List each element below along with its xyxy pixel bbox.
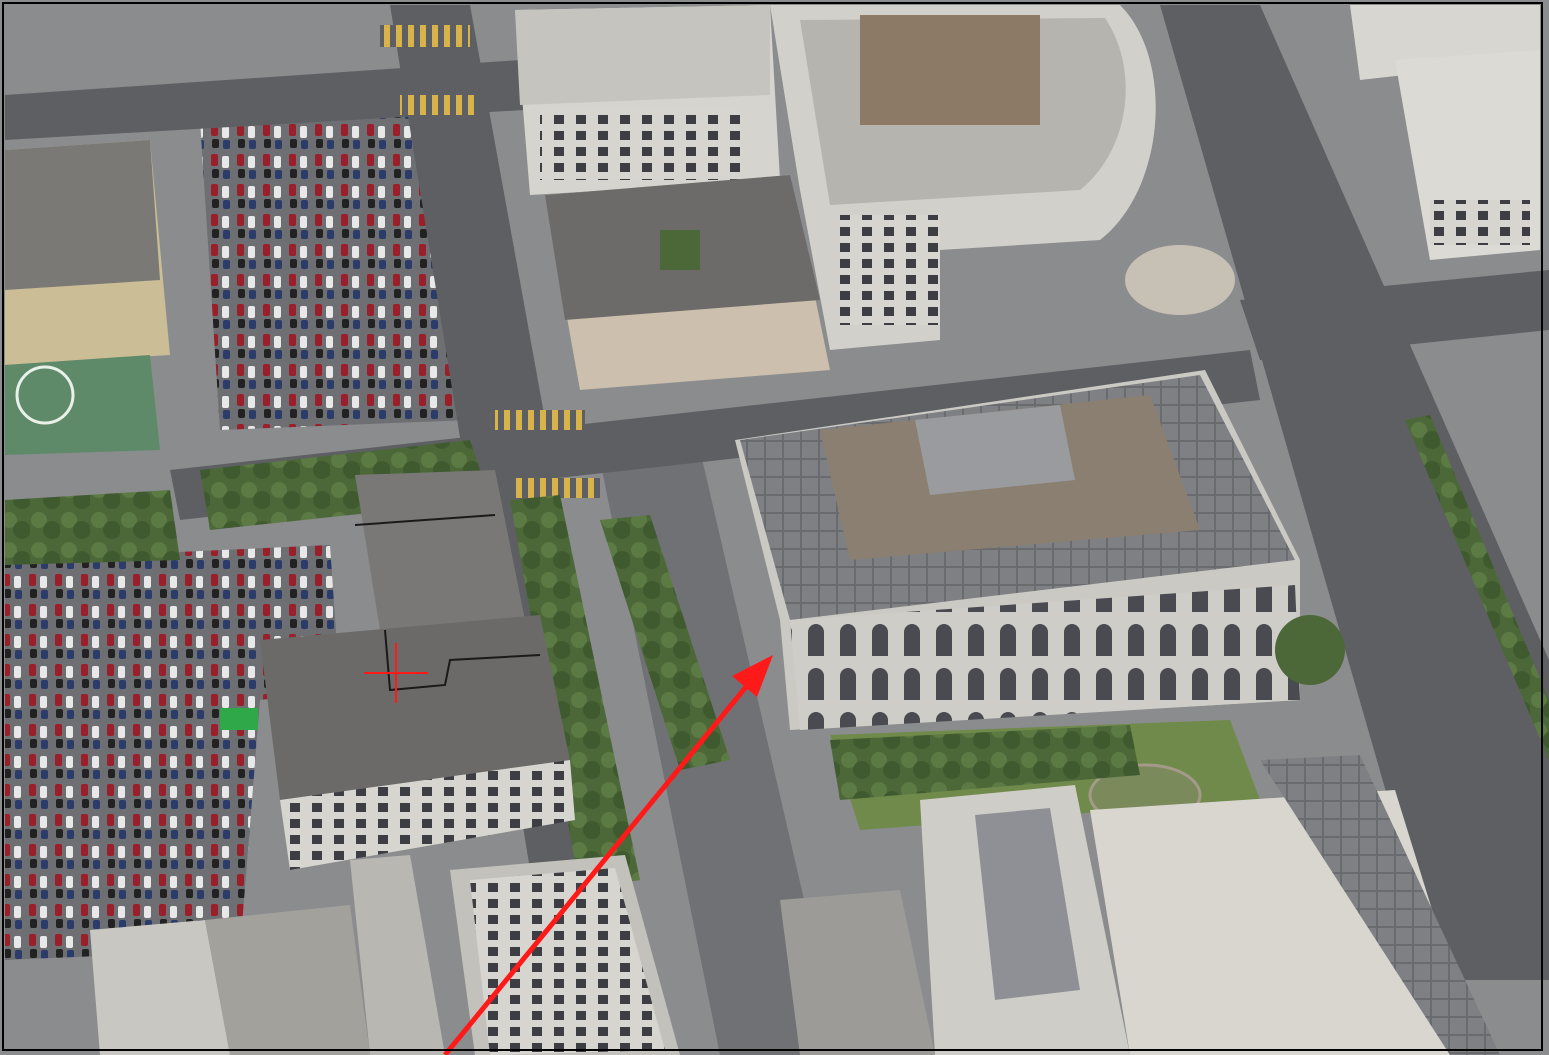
row-building <box>90 920 230 1055</box>
crosswalk <box>380 25 470 47</box>
gray-building-facade <box>280 760 575 870</box>
plaza <box>1125 245 1235 315</box>
tree-row <box>510 495 640 890</box>
playground-circle <box>15 365 75 425</box>
tree-row <box>600 515 730 770</box>
avenue-right <box>1160 5 1549 980</box>
road-top <box>5 60 525 140</box>
red-crosshair-icon <box>364 643 428 703</box>
gray-building-tower <box>355 470 525 630</box>
domed-building-roof-edge <box>1260 755 1500 1055</box>
rooftop-building-equipment <box>470 868 665 1055</box>
green-awning <box>220 708 258 730</box>
building-top-right-windows <box>1430 200 1530 245</box>
gray-building-main <box>260 615 570 800</box>
playground <box>5 355 160 455</box>
red-arrow-icon <box>443 655 773 1055</box>
row-building <box>780 890 935 1055</box>
parking-lot-top <box>200 110 470 430</box>
civic-building-skylight <box>915 405 1075 495</box>
tree-row <box>5 490 180 565</box>
gray-building-roof-seam <box>354 514 541 692</box>
crosswalk <box>495 410 585 430</box>
courtyard-tree <box>660 230 700 270</box>
row-building <box>205 905 370 1055</box>
tree <box>1275 615 1345 685</box>
curved-building-windows <box>840 215 940 325</box>
tree-row <box>1405 415 1549 760</box>
crosswalk <box>510 478 600 498</box>
parking-lot-bottom <box>5 545 340 960</box>
civic-building-arcade <box>790 585 1300 730</box>
row-building <box>350 855 445 1055</box>
domed-building-skylights <box>975 808 1080 1000</box>
school-roof <box>5 140 160 290</box>
office-building-top-roof <box>515 5 770 105</box>
curved-building-tower <box>860 15 1040 125</box>
crosswalk <box>400 95 480 115</box>
road-right-cross <box>1240 270 1549 360</box>
office-building-top-windows <box>540 110 740 180</box>
tree-row <box>830 725 1140 800</box>
